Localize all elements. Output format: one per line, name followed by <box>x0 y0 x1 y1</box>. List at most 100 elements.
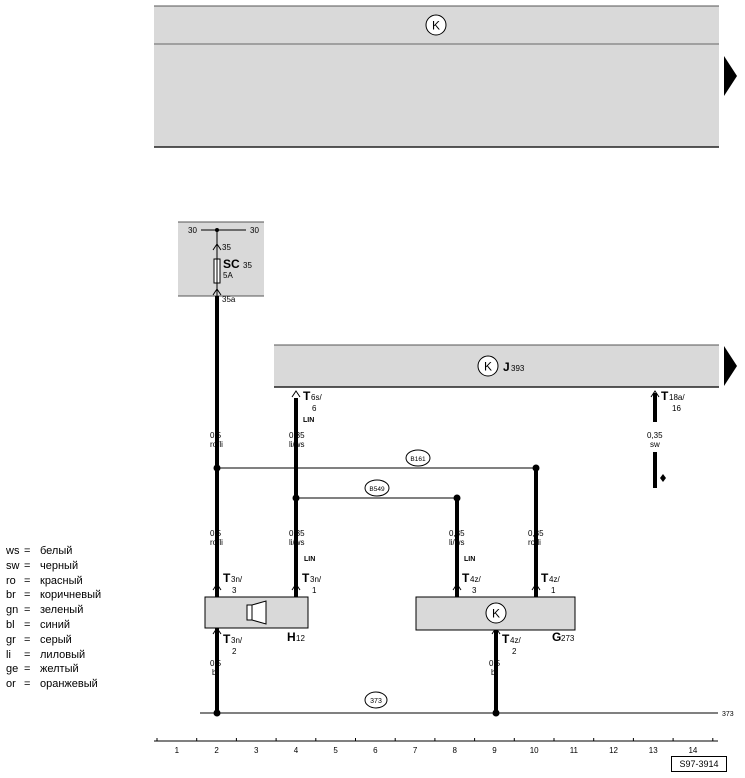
legend-equals: = <box>24 574 31 587</box>
junction-b549: B549 <box>364 479 390 497</box>
svg-text:0,35: 0,35 <box>289 529 305 538</box>
ground-bus-label: 373 <box>722 711 734 718</box>
svg-text:li/ws: li/ws <box>289 538 305 547</box>
h12-name: H <box>287 630 296 644</box>
legend-equals: = <box>24 604 31 617</box>
legend-row: or=оранжевый <box>6 677 101 692</box>
connector-t6s: T 6s/ 6 <box>291 389 322 413</box>
legend-row: ro=красный <box>6 574 101 589</box>
legend-row: bl=синий <box>6 618 101 633</box>
legend-color-name: коричневый <box>40 589 102 602</box>
svg-text:T: T <box>541 571 549 585</box>
svg-text:6: 6 <box>312 404 317 413</box>
svg-text:2: 2 <box>512 647 517 656</box>
j393-sub: 393 <box>511 364 525 373</box>
svg-text:T: T <box>502 632 510 646</box>
legend-code: ge <box>6 663 19 676</box>
legend-code: or <box>6 678 16 691</box>
legend-color-name: белый <box>40 545 73 557</box>
thin-connections <box>200 467 718 714</box>
svg-text:0,35: 0,35 <box>449 529 465 538</box>
legend-row: br = коричневый <box>6 588 101 603</box>
svg-text:K: K <box>492 607 500 621</box>
horn-icon <box>246 600 267 625</box>
legend-row: ge = желтый <box>6 662 101 677</box>
svg-text:3: 3 <box>232 586 237 595</box>
legend-equals: = <box>24 633 31 646</box>
legend-color-name: желтый <box>40 663 79 676</box>
legend-equals: = <box>24 663 31 676</box>
svg-text:4z/: 4z/ <box>510 636 521 645</box>
legend-color-name: оранжевый <box>40 678 98 691</box>
svg-text:0,35: 0,35 <box>647 431 663 440</box>
svg-text:0,35: 0,35 <box>528 529 544 538</box>
svg-text:T: T <box>303 389 311 403</box>
svg-text:3n/: 3n/ <box>231 575 243 584</box>
legend-row: ws=белый <box>6 544 101 559</box>
svg-text:T: T <box>223 632 231 646</box>
svg-text:sw: sw <box>650 440 660 449</box>
h12-sub: 12 <box>296 634 305 643</box>
connector-t4z-1: T 4z/ 1 <box>531 571 560 595</box>
connector-t3n-3: T 3n/ 3 <box>212 571 243 595</box>
grid-label: 13 <box>649 746 658 755</box>
junction-373: 373 <box>364 691 388 709</box>
j393-name: J <box>503 360 510 374</box>
legend-color-name: лиловый <box>40 648 86 661</box>
svg-text:br: br <box>491 668 498 677</box>
svg-text:T: T <box>462 571 470 585</box>
continuation-arrow-icon <box>724 56 737 96</box>
legend-equals: = <box>24 589 31 602</box>
document-id: S97-3914 <box>671 756 727 772</box>
svg-text:0,5: 0,5 <box>210 659 222 668</box>
grid-label: 9 <box>492 746 497 755</box>
connector-t3n-1: T 3n/ 1 <box>291 571 322 595</box>
svg-text:0,5: 0,5 <box>210 529 222 538</box>
legend-code: gn <box>6 604 19 617</box>
legend-color-name: красный <box>40 574 83 587</box>
connector-t4z-3: T 4z/ 3 <box>452 571 481 595</box>
svg-text:T: T <box>661 389 669 403</box>
legend-row: gr=серый <box>6 633 101 648</box>
connector-t18a: T 18a/ 16 <box>650 389 685 413</box>
junction-b161: B161 <box>405 449 431 467</box>
junction-dots <box>213 464 540 717</box>
legend-code: br <box>6 589 16 602</box>
svg-text:1: 1 <box>551 586 556 595</box>
legend-code: bl <box>6 618 15 631</box>
grid-label: 12 <box>609 746 618 755</box>
svg-text:K: K <box>484 360 492 374</box>
svg-text:LIN: LIN <box>303 417 314 424</box>
svg-text:1: 1 <box>312 586 317 595</box>
svg-text:16: 16 <box>672 404 681 413</box>
legend-code: sw <box>6 559 20 572</box>
legend-code: li <box>6 648 11 661</box>
svg-text:LIN: LIN <box>304 556 315 563</box>
grid-label: 8 <box>453 746 458 755</box>
svg-text:0,5: 0,5 <box>489 659 501 668</box>
legend-equals: = <box>24 559 31 572</box>
svg-text:br: br <box>212 668 219 677</box>
grid-label: 5 <box>333 746 338 755</box>
fuse-output-pin: 35a <box>222 295 236 304</box>
legend-equals: = <box>24 648 31 661</box>
sw-stub-end-icon <box>660 474 666 482</box>
svg-text:LIN: LIN <box>464 556 475 563</box>
g273-sub: 273 <box>561 634 575 643</box>
j393-k-symbol-icon: K <box>477 355 499 377</box>
svg-text:li/ws: li/ws <box>289 440 305 449</box>
svg-text:B161: B161 <box>410 456 426 463</box>
g273-k-symbol-icon: K <box>485 602 507 624</box>
top-control-unit: K <box>154 5 737 148</box>
j393-control-unit: K J 393 <box>274 344 737 388</box>
terminal-30-right: 30 <box>250 226 259 235</box>
legend-color-name: серый <box>40 633 72 646</box>
svg-text:K: K <box>432 19 440 33</box>
grid-label: 6 <box>373 746 378 755</box>
svg-text:6s/: 6s/ <box>311 393 322 402</box>
grid-label: 10 <box>530 746 539 755</box>
svg-text:T: T <box>302 571 310 585</box>
